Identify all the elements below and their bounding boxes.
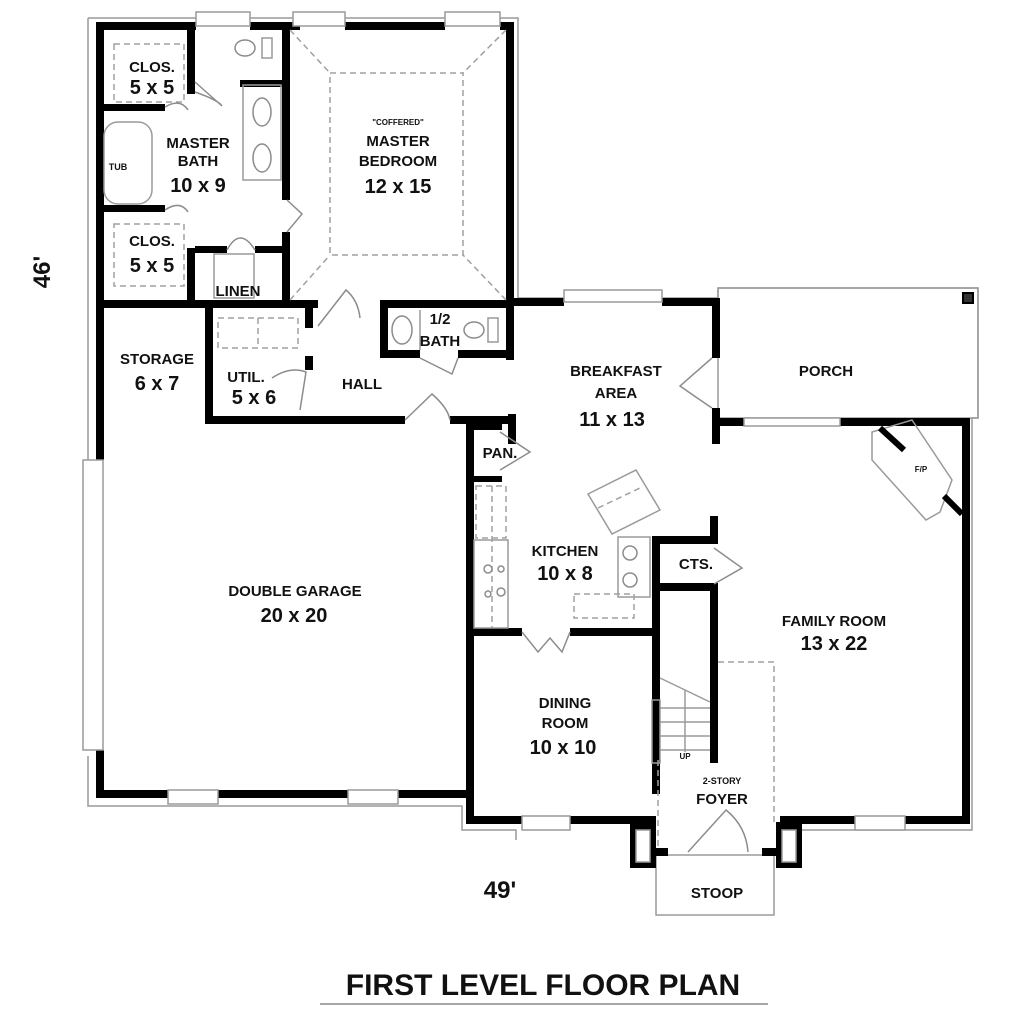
- master-bedroom-note: "COFFERED": [372, 118, 424, 127]
- master-bath-name-2: BATH: [178, 153, 219, 170]
- storage-label: STORAGE 6 x 7: [120, 351, 194, 395]
- dining-name-1: DINING: [539, 695, 592, 712]
- master-bedroom-name-2: BEDROOM: [359, 153, 437, 170]
- master-bedroom-name-1: MASTER: [366, 133, 430, 150]
- master-bedroom-label: "COFFERED" MASTER BEDROOM 12 x 15: [359, 118, 437, 198]
- garage-name: DOUBLE GARAGE: [228, 583, 361, 600]
- overall-width-dimension: 49': [484, 877, 516, 904]
- closet-top-name: CLOS.: [129, 59, 175, 76]
- kitchen-name: KITCHEN: [532, 543, 599, 560]
- hall-label: HALL: [342, 376, 382, 393]
- overall-depth-dimension: 46': [29, 256, 56, 288]
- pantry-label: PAN.: [483, 445, 518, 462]
- stairs-up-label: UP: [679, 752, 691, 761]
- dining-name-2: ROOM: [542, 715, 589, 732]
- master-bath-label: MASTER BATH 10 x 9: [166, 135, 230, 197]
- windows: [82, 11, 974, 863]
- half-bath-label: 1/2 BATH: [420, 311, 461, 350]
- garage-label: DOUBLE GARAGE 20 x 20: [228, 583, 361, 627]
- storage-size: 6 x 7: [135, 373, 179, 395]
- closet-bottom-name: CLOS.: [129, 233, 175, 250]
- closet-top-label: CLOS. 5 x 5: [129, 59, 175, 99]
- linen-label: LINEN: [216, 283, 261, 300]
- dining-label: DINING ROOM 10 x 10: [530, 695, 597, 759]
- storage-name: STORAGE: [120, 351, 194, 368]
- exterior-outline: [87, 17, 979, 916]
- closet-top-size: 5 x 5: [130, 77, 174, 99]
- master-bath-name-1: MASTER: [166, 135, 230, 152]
- plan-title: FIRST LEVEL FLOOR PLAN: [346, 969, 740, 1002]
- half-bath-name-1: 1/2: [430, 311, 451, 328]
- dining-size: 10 x 10: [530, 737, 597, 759]
- cts-label: CTS.: [679, 556, 713, 573]
- family-room-label: FAMILY ROOM 13 x 22: [782, 613, 886, 655]
- foyer-name: FOYER: [696, 791, 748, 808]
- fireplace-label: F/P: [915, 465, 928, 474]
- breakfast-label: BREAKFAST AREA 11 x 13: [570, 363, 662, 431]
- tub-label: TUB: [109, 162, 128, 172]
- closet-bottom-size: 5 x 5: [130, 255, 174, 277]
- master-bedroom-size: 12 x 15: [365, 176, 432, 198]
- utility-label: UTIL. 5 x 6: [227, 369, 276, 409]
- foyer-note: 2-STORY: [703, 776, 742, 786]
- utility-name: UTIL.: [227, 369, 265, 386]
- utility-size: 5 x 6: [232, 387, 276, 409]
- breakfast-name-2: AREA: [595, 385, 638, 402]
- family-room-size: 13 x 22: [801, 633, 868, 655]
- half-bath-name-2: BATH: [420, 333, 461, 350]
- fixtures: [103, 29, 965, 850]
- staircase: [651, 677, 711, 764]
- porch-label: PORCH: [799, 363, 853, 380]
- breakfast-name-1: BREAKFAST: [570, 363, 662, 380]
- foyer-label: 2-STORY FOYER: [696, 776, 748, 808]
- kitchen-size: 10 x 8: [537, 563, 593, 585]
- family-room-name: FAMILY ROOM: [782, 613, 886, 630]
- breakfast-size: 11 x 13: [579, 409, 645, 431]
- master-bath-size: 10 x 9: [170, 175, 226, 197]
- room-labels: CLOS. 5 x 5 TUB MASTER BATH 10 x 9 CLOS.…: [109, 59, 928, 902]
- garage-size: 20 x 20: [261, 605, 328, 627]
- closet-bottom-label: CLOS. 5 x 5: [129, 233, 175, 277]
- doors: [164, 81, 749, 853]
- kitchen-label: KITCHEN 10 x 8: [532, 543, 599, 585]
- stoop-label: STOOP: [691, 885, 743, 902]
